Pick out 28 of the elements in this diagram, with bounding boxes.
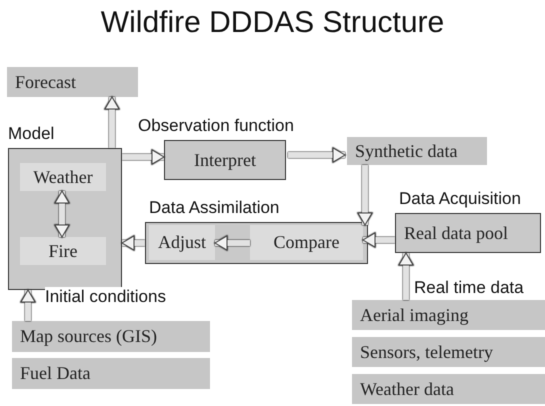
block-arrow	[362, 232, 395, 248]
block-arrow	[214, 236, 250, 250]
box-label: Synthetic data	[355, 140, 458, 162]
section-heading: Data Acquisition	[399, 189, 521, 209]
box-label: Compare	[274, 232, 340, 253]
block-arrow	[54, 190, 70, 238]
box-label: Weather	[33, 166, 93, 188]
section-heading: Data Assimilation	[149, 198, 280, 218]
block-arrow	[122, 236, 145, 250]
box-label: Weather data	[360, 378, 454, 400]
box-label: Adjust	[158, 232, 206, 253]
box-label: Aerial imaging	[360, 304, 468, 326]
section-heading: Observation function	[138, 116, 294, 136]
block-arrow	[288, 148, 346, 162]
diagram-title: Wildfire DDDAS Structure	[100, 6, 446, 40]
box-label: Interpret	[194, 150, 256, 170]
block-arrow	[104, 96, 120, 148]
section-heading: Model	[8, 124, 54, 144]
block-arrow	[20, 290, 36, 321]
block-arrow	[398, 252, 414, 300]
box-label: Map sources (GIS)	[20, 326, 157, 347]
box-label: Forecast	[15, 72, 76, 92]
box-label: Fuel Data	[20, 363, 90, 384]
block-arrow	[122, 150, 164, 164]
box-label: Fire	[48, 240, 78, 262]
box-label: Sensors, telemetry	[360, 342, 493, 362]
box-label: Real data pool	[404, 222, 508, 244]
block-arrow	[358, 165, 372, 226]
